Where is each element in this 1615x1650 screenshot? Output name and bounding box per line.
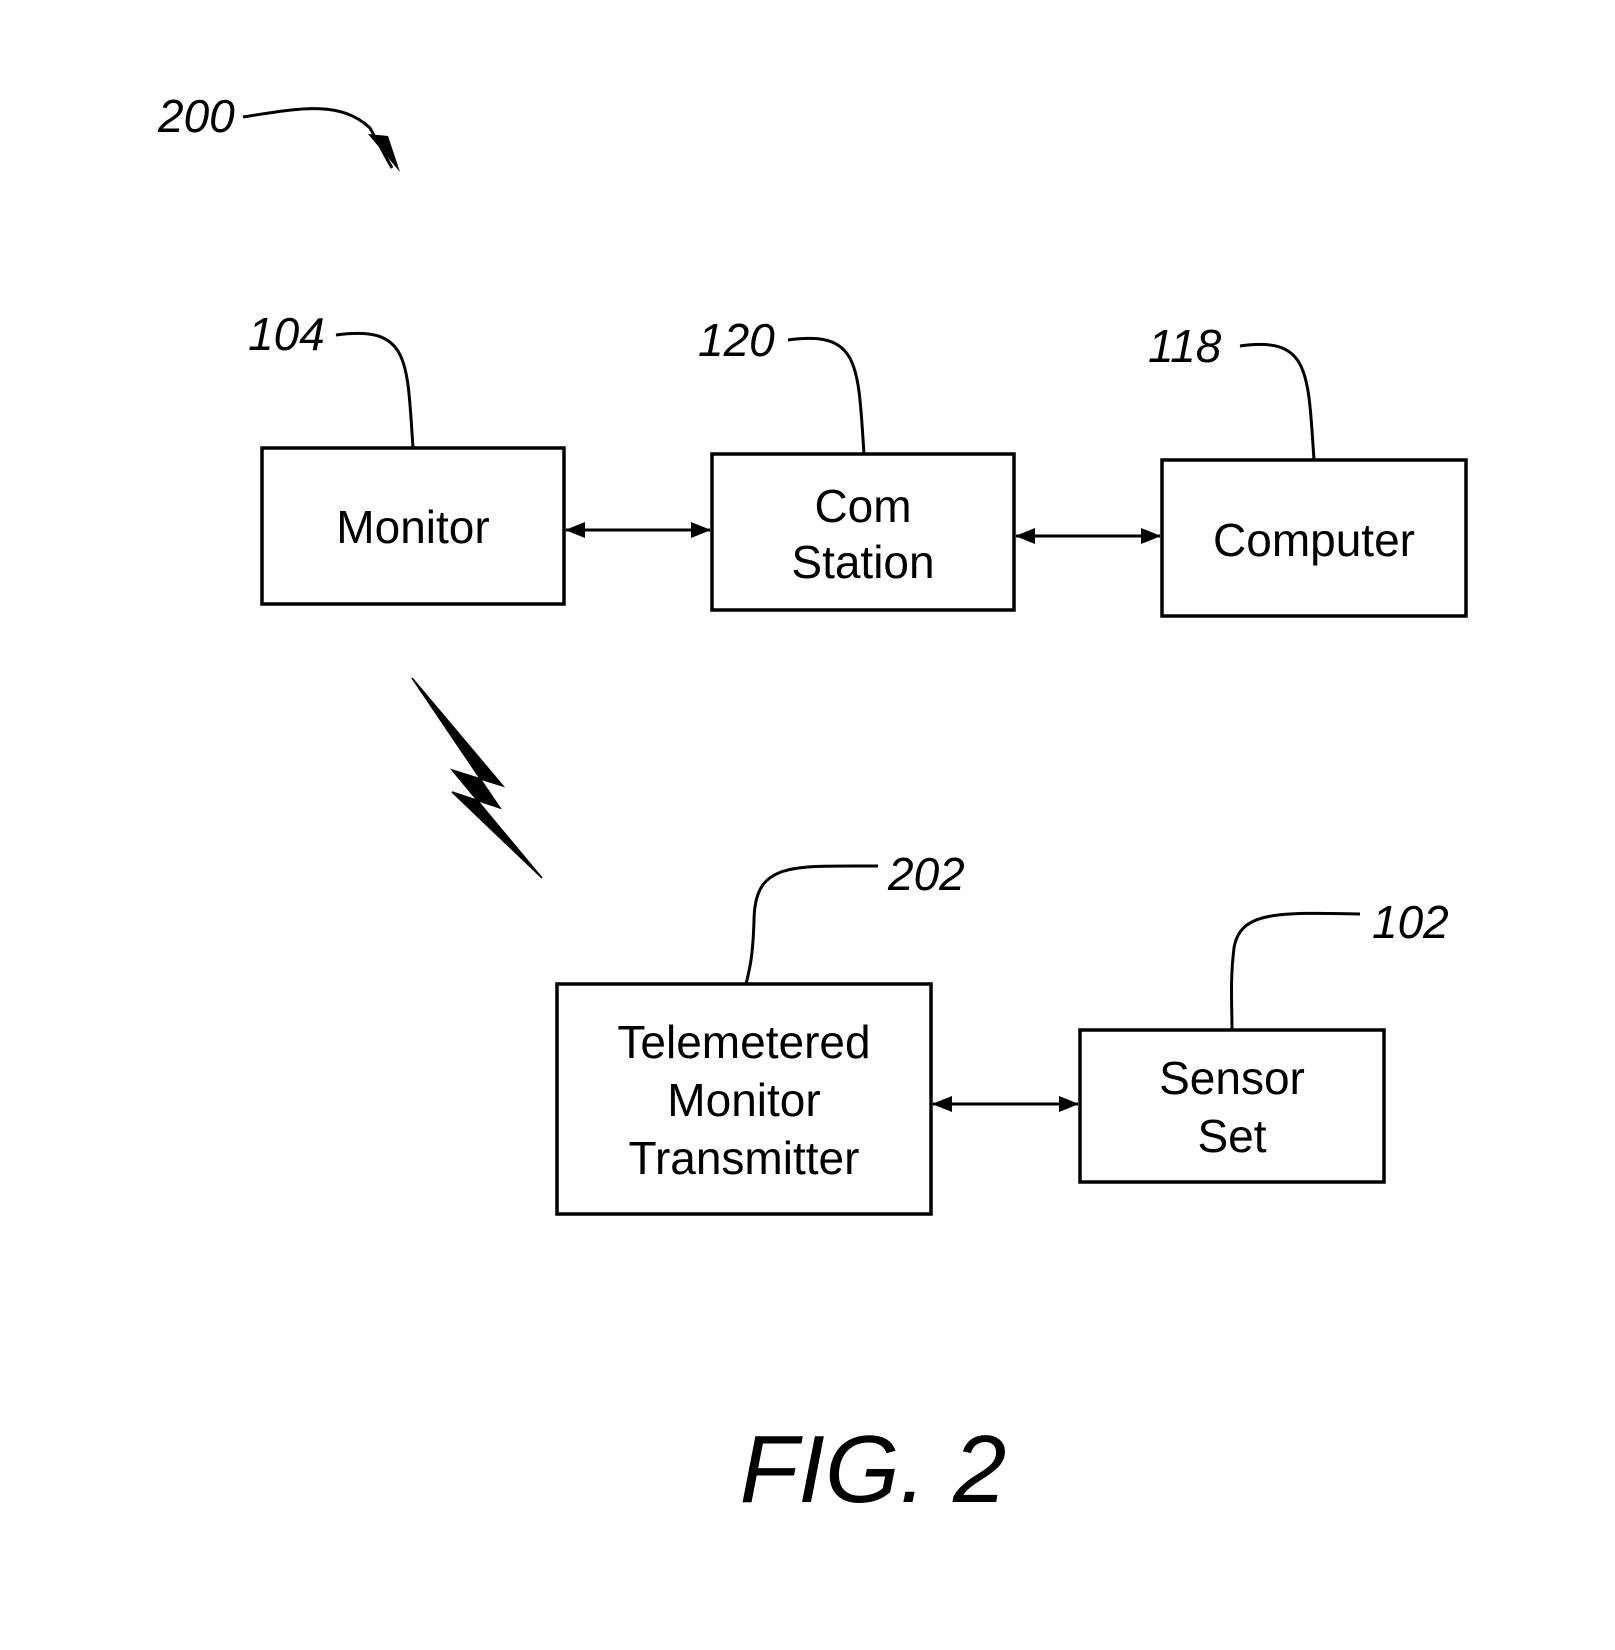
com-station-block: Com Station [712, 454, 1014, 610]
sensor-set-label-line1: Sensor [1159, 1052, 1305, 1104]
sensor-set-block: Sensor Set [1080, 1030, 1384, 1182]
wireless-link-icon [412, 678, 542, 878]
monitor-ref-label: 104 [248, 308, 325, 360]
computer-label: Computer [1213, 514, 1415, 566]
telemetered-label-line3: Transmitter [629, 1132, 860, 1184]
sensor-set-label-line2: Set [1197, 1110, 1266, 1162]
telemetered-label-line2: Monitor [667, 1074, 820, 1126]
com-station-leader [788, 338, 864, 454]
sensor-set-ref-label: 102 [1372, 896, 1449, 948]
telemetered-leader [746, 866, 878, 984]
telemetered-label-line1: Telemetered [617, 1016, 870, 1068]
computer-block: Computer [1162, 460, 1466, 616]
monitor-block: Monitor [262, 448, 564, 604]
com-station-label-line1: Com [814, 480, 911, 532]
figure-label: FIG. 2 [740, 1416, 1007, 1523]
system-ref-arrow [243, 109, 392, 168]
telemetered-ref-label: 202 [887, 848, 965, 900]
system-ref-label: 200 [157, 90, 235, 142]
computer-ref-label: 118 [1148, 320, 1222, 372]
com-station-ref-label: 120 [698, 314, 775, 366]
computer-leader [1240, 344, 1314, 460]
system-ref-arrowhead [368, 134, 400, 172]
sensor-set-leader [1232, 913, 1361, 1030]
com-station-label-line2: Station [791, 536, 934, 588]
monitor-leader [336, 333, 413, 448]
telemetered-block: Telemetered Monitor Transmitter [557, 984, 931, 1214]
monitor-label: Monitor [336, 501, 489, 553]
